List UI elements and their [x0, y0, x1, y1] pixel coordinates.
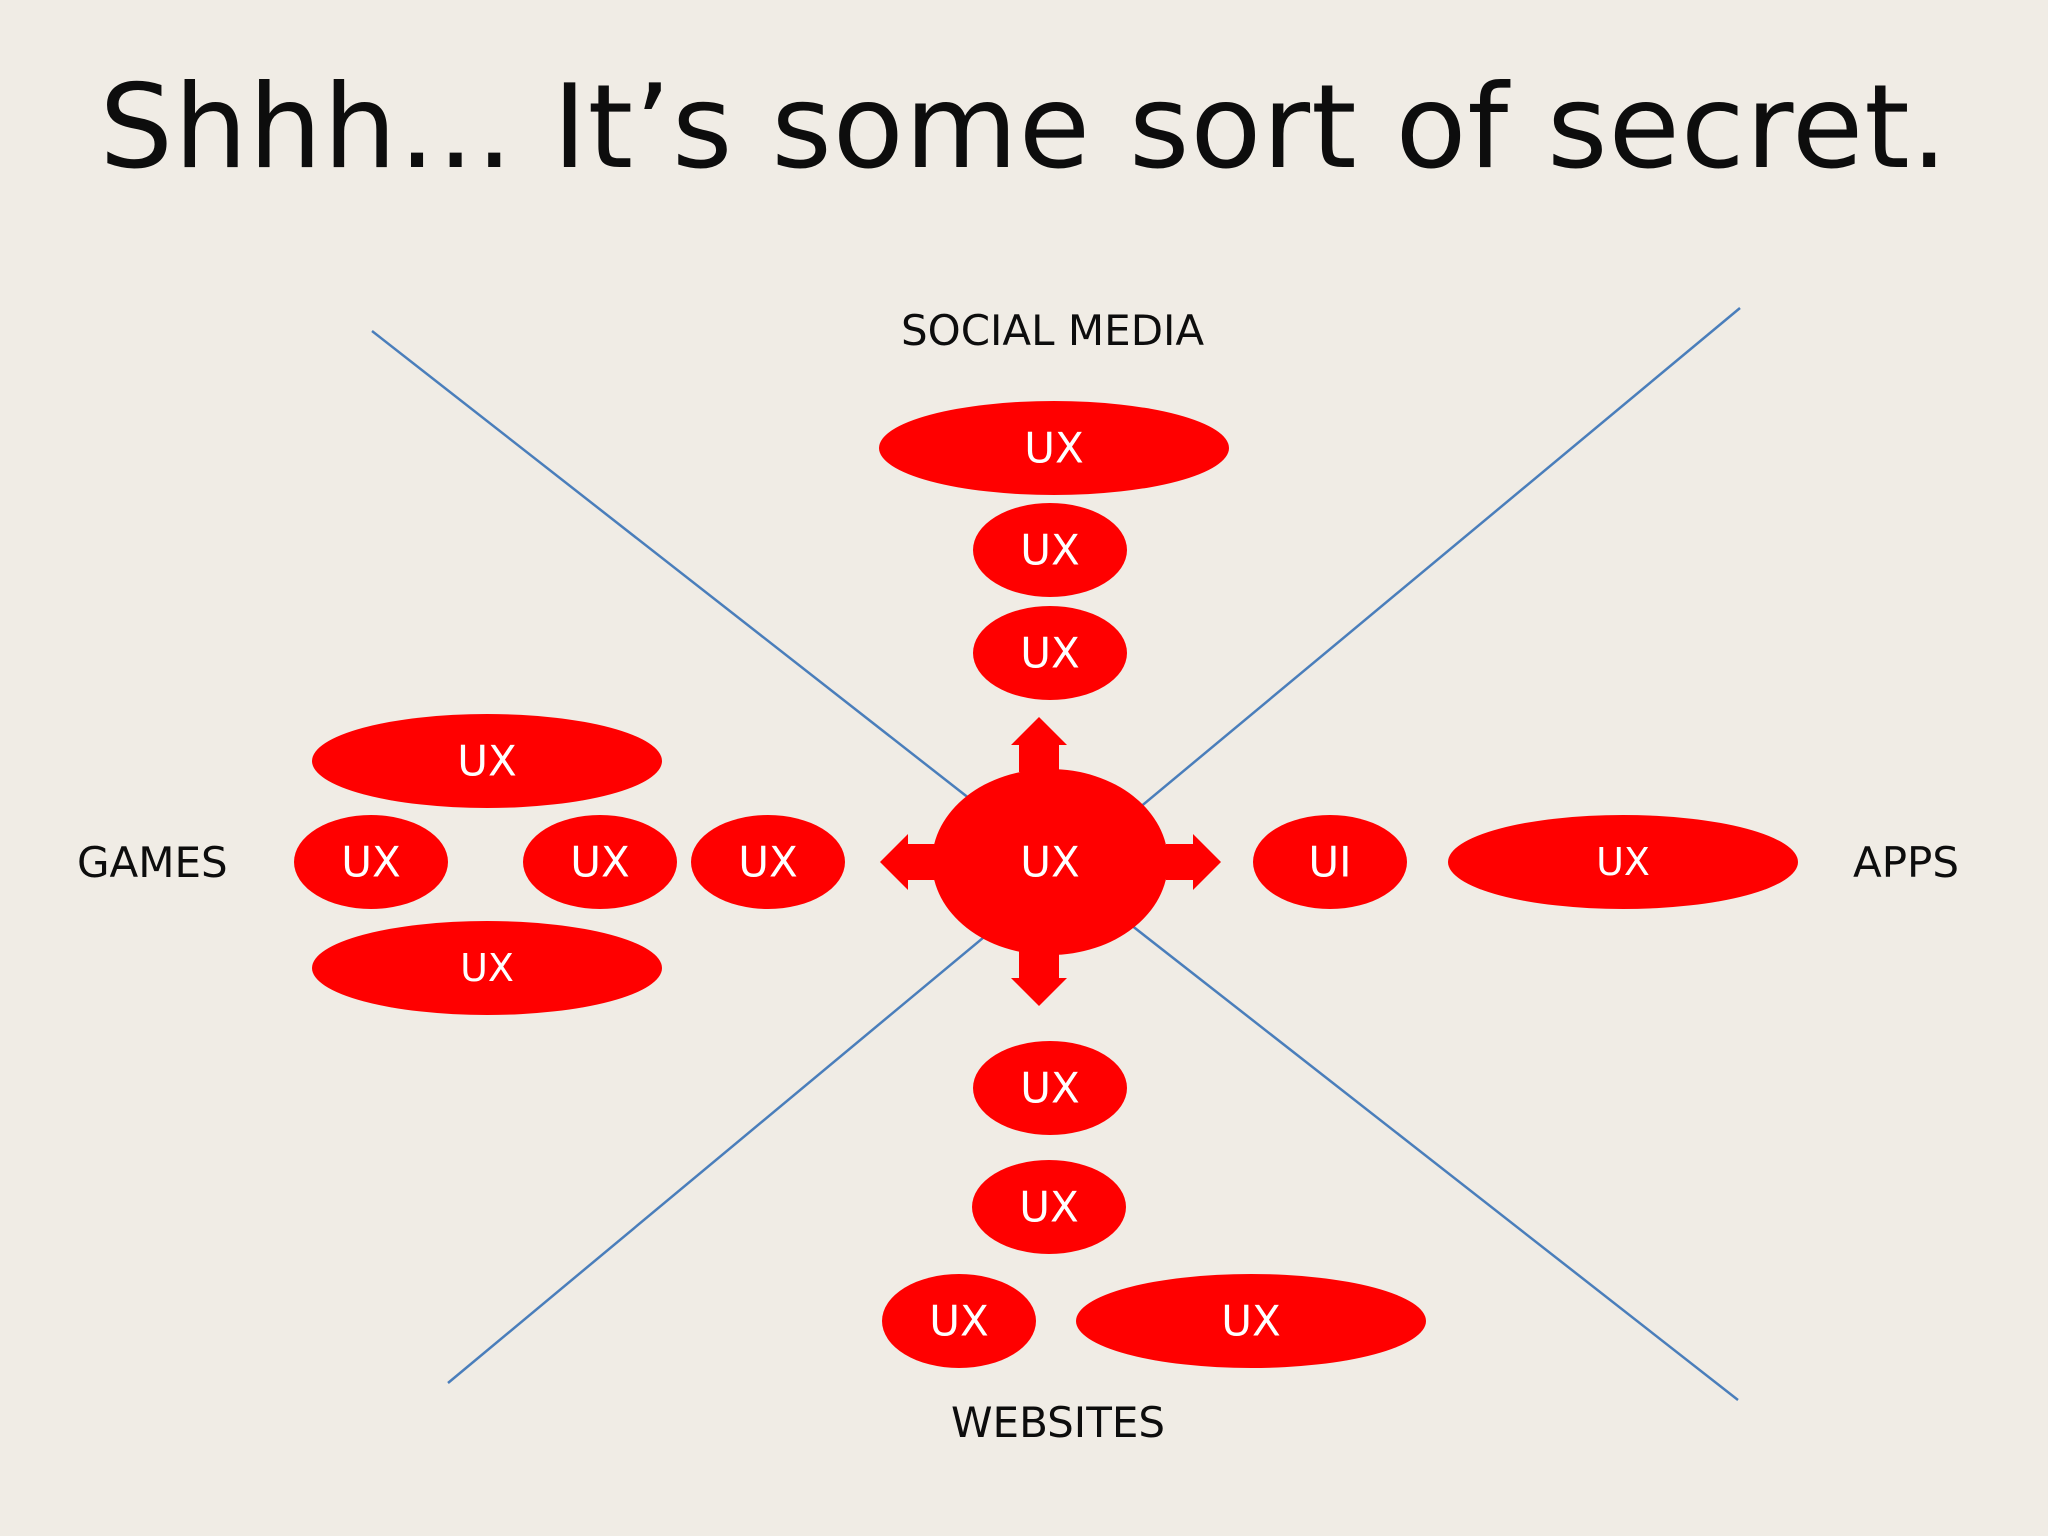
category-label-games: GAMES — [77, 838, 228, 887]
center-label: UX — [1020, 838, 1080, 887]
node-ellipse — [972, 1160, 1126, 1254]
node-label: UX — [1019, 1183, 1079, 1232]
node-ellipse — [973, 1041, 1127, 1135]
node-label: UX — [570, 838, 630, 887]
node-ellipse — [879, 401, 1229, 495]
arrow-down-icon — [1011, 951, 1067, 1006]
node-label: UI — [1308, 838, 1351, 887]
node-label: UX — [1020, 629, 1080, 678]
node-ellipse — [312, 714, 662, 808]
node-label: UX — [1020, 526, 1080, 575]
arrow-up-icon — [1011, 717, 1067, 772]
node-ellipse — [312, 921, 662, 1015]
center-ellipse — [932, 769, 1168, 955]
node-ellipse — [523, 815, 677, 909]
node-ellipse — [973, 606, 1127, 700]
node-label: UX — [460, 946, 514, 990]
node-ellipse — [691, 815, 845, 909]
category-label-social-media: SOCIAL MEDIA — [901, 306, 1205, 355]
node-label: UX — [1024, 424, 1084, 473]
arrow-left-icon — [880, 834, 935, 890]
node-ellipse — [294, 815, 448, 909]
node-label: UX — [341, 838, 401, 887]
node-ellipse — [1253, 815, 1407, 909]
node-label: UX — [929, 1297, 989, 1346]
node-ellipse — [1076, 1274, 1426, 1368]
arrow-right-icon — [1166, 834, 1221, 890]
node-label: UX — [1020, 1064, 1080, 1113]
node-ellipse — [1448, 815, 1798, 909]
node-label: UX — [1596, 840, 1650, 884]
node-label: UX — [1221, 1297, 1281, 1346]
slide-title: Shhh… It’s some sort of secret. — [99, 60, 1949, 195]
node-label: UX — [457, 737, 517, 786]
node-ellipse — [882, 1274, 1036, 1368]
category-label-apps: APPS — [1853, 838, 1960, 887]
node-ellipse — [973, 503, 1127, 597]
category-label-websites: WEBSITES — [951, 1398, 1166, 1447]
node-label: UX — [738, 838, 798, 887]
